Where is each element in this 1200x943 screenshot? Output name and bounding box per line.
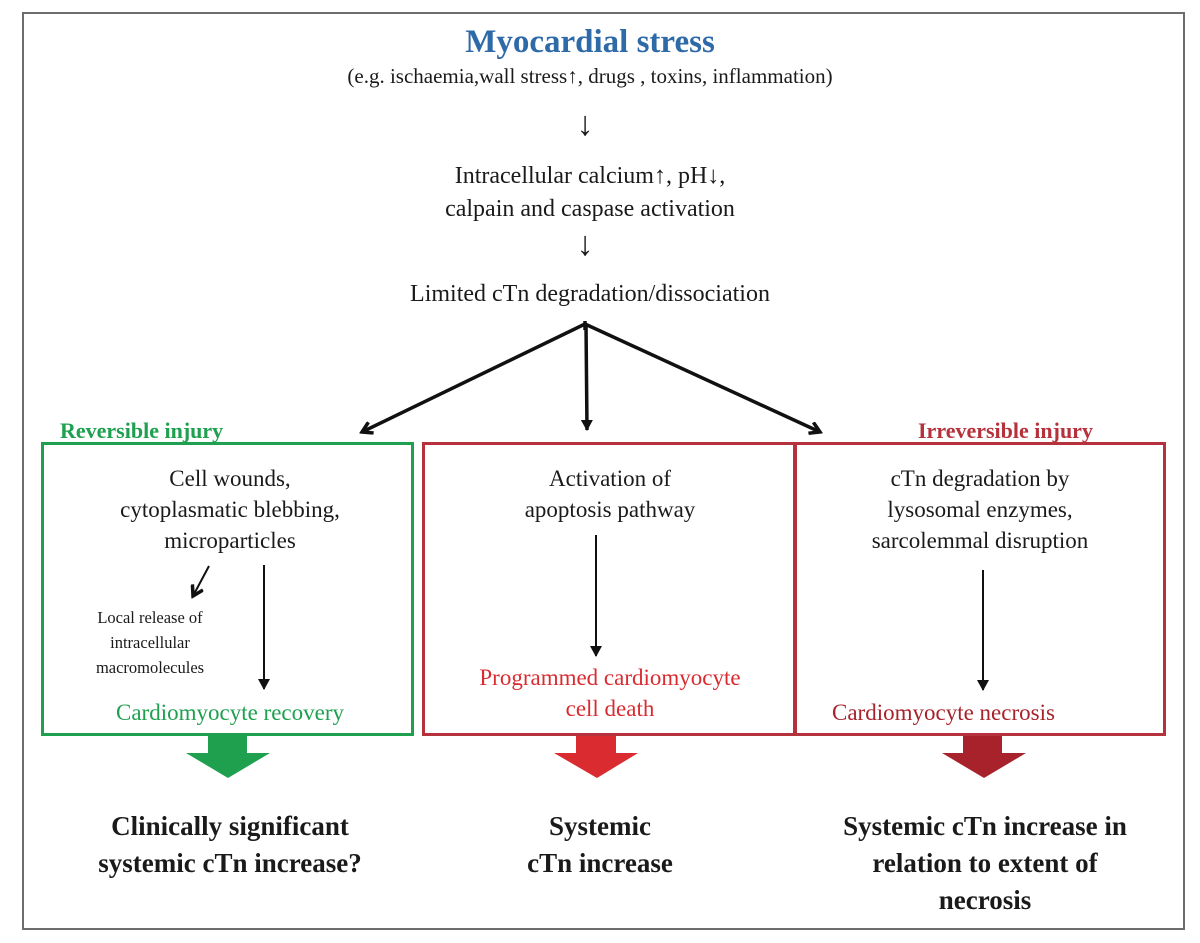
apoptosis-text-line: Activation of bbox=[549, 466, 671, 491]
result-apoptosis-line: Systemic bbox=[549, 811, 651, 841]
local-release-line: Local release of bbox=[97, 608, 203, 627]
reversible-injury-label: Reversible injury bbox=[60, 418, 224, 443]
step-calcium-line2: calpain and caspase activation bbox=[445, 196, 735, 222]
programmed-death-line: cell death bbox=[565, 696, 655, 721]
apoptosis-description: Activation of apoptosis pathway bbox=[430, 463, 790, 525]
diagram-title: Myocardial stress bbox=[465, 24, 715, 60]
diagram-subtitle: (e.g. ischaemia,wall stress↑, drugs , to… bbox=[347, 64, 833, 88]
reversible-injury-box bbox=[41, 442, 414, 736]
necrosis-description: cTn degradation by lysosomal enzymes, sa… bbox=[800, 463, 1160, 556]
result-reversible: Clinically significant systemic cTn incr… bbox=[40, 808, 420, 882]
programmed-death-line: Programmed cardiomyocyte bbox=[479, 665, 741, 690]
figure-frame bbox=[22, 12, 1185, 930]
apoptosis-text-line: apoptosis pathway bbox=[524, 497, 696, 522]
necrosis-text-line: lysosomal enzymes, bbox=[887, 497, 1073, 522]
step-calcium-line1: Intracellular calcium↑, pH↓, bbox=[454, 163, 726, 189]
result-reversible-line: Clinically significant bbox=[111, 811, 349, 841]
reversible-text-line: microparticles bbox=[164, 528, 296, 553]
reversible-description: Cell wounds, cytoplasmatic blebbing, mic… bbox=[60, 463, 400, 556]
necrosis-outcome: Cardiomyocyte necrosis bbox=[832, 700, 1055, 725]
reversible-text-line: cytoplasmatic blebbing, bbox=[120, 497, 340, 522]
programmed-death-outcome: Programmed cardiomyocyte cell death bbox=[430, 662, 790, 724]
result-necrosis-line: necrosis bbox=[938, 885, 1032, 915]
down-arrow-icon: ↓ bbox=[576, 226, 594, 263]
irreversible-injury-label: Irreversible injury bbox=[918, 418, 1093, 443]
recovery-outcome: Cardiomyocyte recovery bbox=[116, 700, 344, 725]
down-arrow-icon: ↓ bbox=[576, 106, 594, 143]
reversible-text-line: Cell wounds, bbox=[169, 466, 291, 491]
result-reversible-line: systemic cTn increase? bbox=[98, 848, 362, 878]
result-necrosis-line: relation to extent of bbox=[872, 848, 1098, 878]
result-apoptosis-line: cTn increase bbox=[527, 848, 673, 878]
necrosis-text-line: cTn degradation by bbox=[890, 466, 1070, 491]
result-apoptosis: Systemic cTn increase bbox=[420, 808, 780, 882]
local-release-line: intracellular bbox=[110, 633, 190, 652]
local-release-line: macromolecules bbox=[95, 658, 205, 677]
result-necrosis: Systemic cTn increase in relation to ext… bbox=[795, 808, 1175, 919]
result-necrosis-line: Systemic cTn increase in bbox=[843, 811, 1127, 841]
necrosis-text-line: sarcolemmal disruption bbox=[871, 528, 1089, 553]
step-ctn-degradation: Limited cTn degradation/dissociation bbox=[410, 281, 770, 307]
necrosis-box bbox=[793, 442, 1166, 736]
local-release-note: Local release of intracellular macromole… bbox=[60, 605, 240, 680]
